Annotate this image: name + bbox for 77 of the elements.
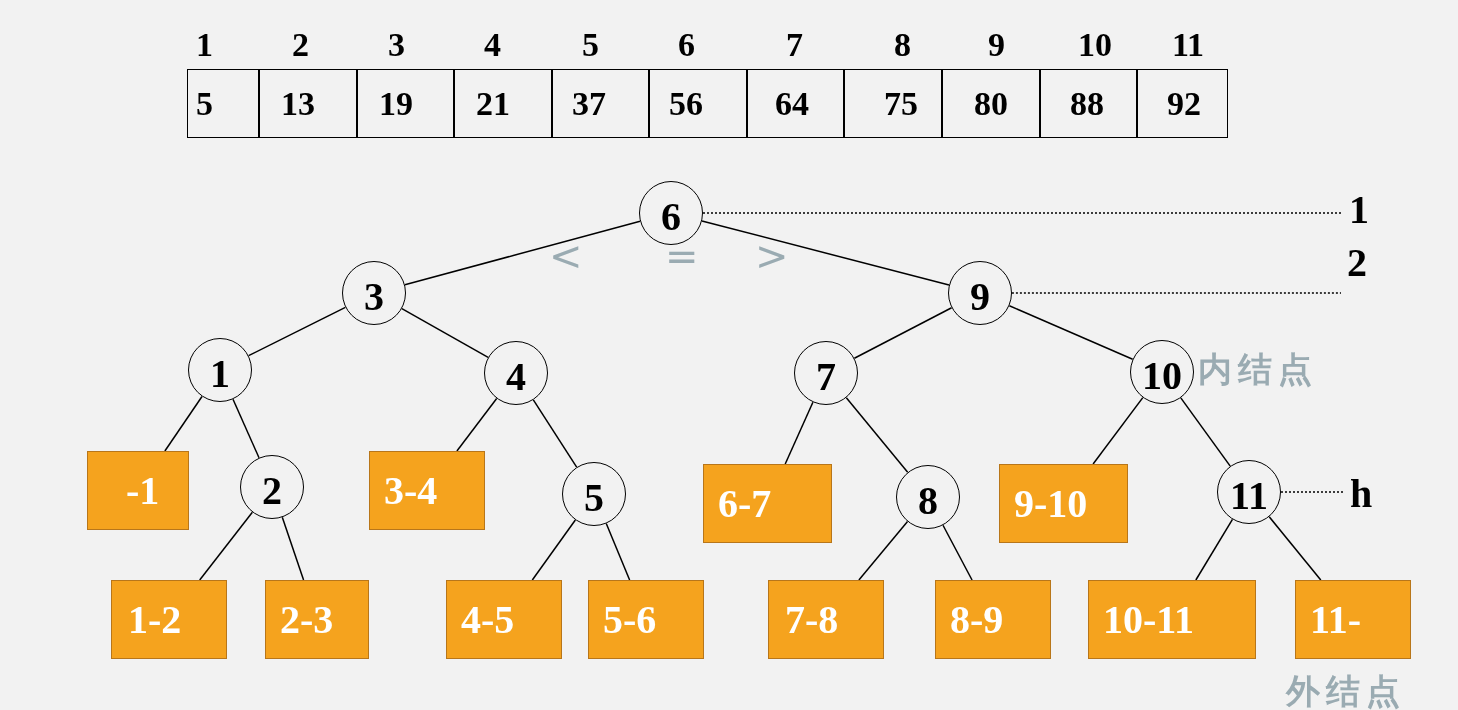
index-number: 6 [678,28,695,62]
index-number: 1 [196,28,213,62]
tree-node-circle: 4 [484,341,548,405]
table-cell: 21 [453,69,553,138]
leaf-box: 4-5 [446,580,562,659]
leaf-box: 10-11 [1088,580,1256,659]
leaf-box: -1 [87,451,189,530]
tree-node-circle: 6 [639,181,703,245]
table-cell: 19 [356,69,455,138]
table-cell: 64 [746,69,845,138]
tree-node-circle: 10 [1130,340,1194,404]
index-number: 5 [582,28,599,62]
level-number: h [1350,474,1373,514]
tree-edge [605,522,631,581]
table-cell: 92 [1136,69,1228,138]
tree-edge [281,516,305,581]
leaf-box: 1-2 [111,580,227,659]
tree-edge [456,397,498,452]
table-cell: 5 [187,69,260,138]
leaf-box: 7-8 [768,580,884,659]
table-cell: 80 [941,69,1041,138]
tree-edge [532,399,578,468]
tree-edge [1092,396,1144,465]
tree-edge [845,396,909,474]
index-number: 4 [484,28,501,62]
tree-edge [1195,518,1234,581]
comparison-symbol: < [549,236,583,276]
leader-line [1280,491,1345,493]
tree-node-circle: 1 [188,338,252,402]
leaf-box: 9-10 [999,464,1128,543]
index-number: 3 [388,28,405,62]
tree-node-circle: 8 [896,465,960,529]
table-cell: 56 [648,69,748,138]
index-number: 2 [292,28,309,62]
tree-node-circle: 3 [342,261,406,325]
leaf-box: 8-9 [935,580,1051,659]
tree-node-circle: 5 [562,462,626,526]
leaf-box: 3-4 [369,451,485,530]
tree-edge [531,519,577,581]
level-number: 1 [1349,190,1369,230]
node-type-label: 内结点 [1198,352,1318,386]
tree-edge [858,520,909,581]
tree-edge [247,306,347,357]
tree-node-circle: 9 [948,261,1012,325]
tree-edge [784,401,814,465]
tree-edge [164,395,203,452]
table-cell: 37 [551,69,650,138]
tree-edge [1268,516,1322,581]
index-number: 11 [1172,28,1205,62]
node-type-label: 外结点 [1286,674,1406,708]
leaf-box: 2-3 [265,580,369,659]
leaf-box: 6-7 [703,464,832,543]
tree-edge [1180,397,1231,467]
index-number: 10 [1078,28,1112,62]
comparison-symbol: > [755,236,789,276]
tree-edge [942,524,973,581]
tree-edge [232,398,260,459]
leaf-box: 11- [1295,580,1411,659]
tree-edge [198,511,254,581]
tree-node-circle: 2 [240,455,304,519]
table-cell: 75 [843,69,943,138]
leaf-box: 5-6 [588,580,704,659]
tree-node-circle: 11 [1217,460,1281,524]
index-number: 7 [786,28,803,62]
index-number: 8 [894,28,911,62]
leader-line [1011,292,1342,294]
tree-edge [401,307,489,359]
leader-line [702,212,1344,214]
level-number: 2 [1347,243,1367,283]
table-cell: 13 [258,69,358,138]
tree-edge [1008,305,1134,360]
tree-edge [701,220,950,286]
tree-node-circle: 7 [794,341,858,405]
index-number: 9 [988,28,1005,62]
tree-edge [853,307,953,359]
table-cell: 88 [1039,69,1138,138]
tree-edge [404,220,641,286]
